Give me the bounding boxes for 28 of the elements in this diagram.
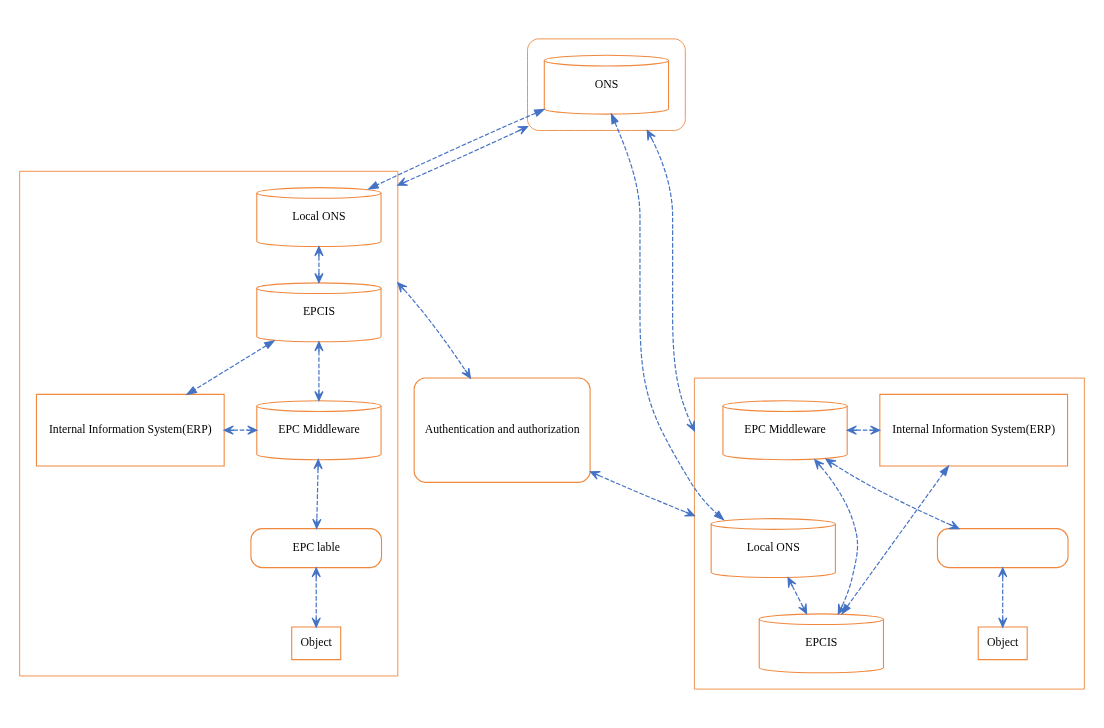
arrow [223, 425, 258, 435]
node-box: Internal Information System(ERP) [879, 393, 1069, 467]
cluster [693, 377, 1085, 690]
arrow [846, 425, 881, 435]
arrow [397, 126, 529, 186]
node-box: Object [291, 626, 342, 661]
arrow [787, 577, 808, 615]
arrow [397, 282, 471, 379]
arrow [841, 464, 950, 616]
arrow [589, 471, 695, 517]
node-box [936, 528, 1069, 569]
arrow [312, 459, 323, 529]
node-box: Authentication and authorization [413, 377, 591, 483]
cluster [527, 38, 686, 131]
cluster [19, 170, 399, 677]
node-box: Object [977, 626, 1028, 661]
arrow [814, 459, 859, 615]
arrow [646, 129, 695, 432]
arrow [314, 246, 324, 284]
arrow [825, 458, 960, 530]
arrow [610, 112, 725, 521]
arrow [998, 567, 1008, 628]
node-box: Internal Information System(ERP) [35, 393, 225, 467]
node-box: EPC lable [250, 528, 383, 569]
arrow [314, 341, 324, 402]
arrow [185, 339, 276, 396]
arrow [311, 567, 321, 628]
arrow [367, 108, 546, 190]
